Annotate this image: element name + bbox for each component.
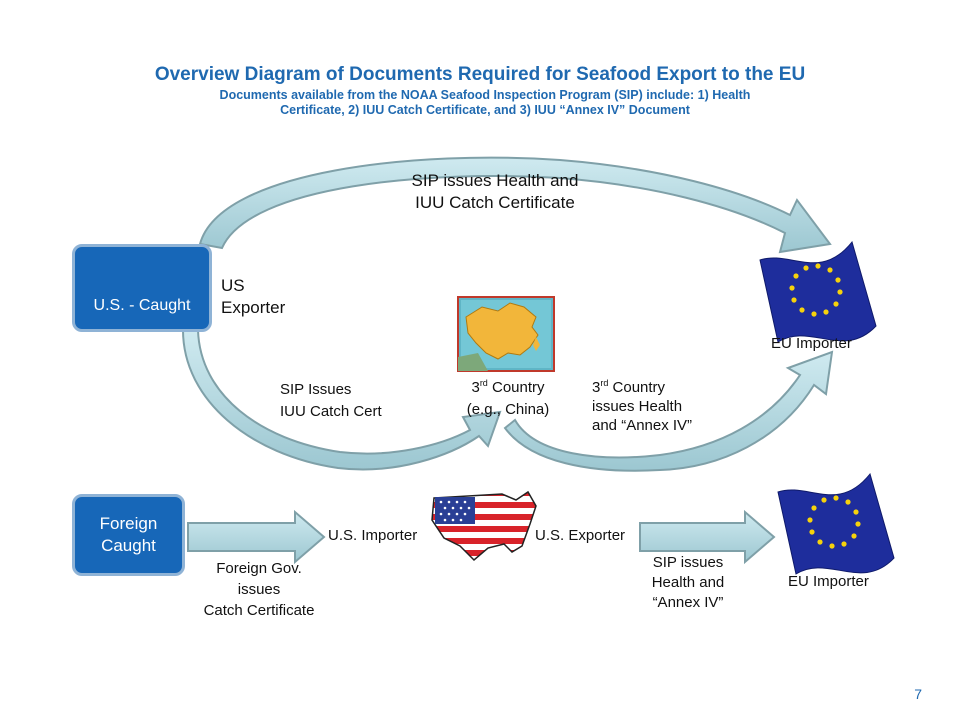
foreign-gov-line3: Catch Certificate (203, 602, 315, 619)
foreign-gov-label: Foreign Gov. issues Catch Certificate (190, 558, 328, 621)
us-exporter-line2: Exporter (221, 298, 286, 317)
us-caught-label: U.S. - Caught (93, 297, 191, 314)
eu-flag-icon (777, 472, 895, 575)
bottom-arrow-right (639, 509, 776, 565)
top-arrow-label: SIP issues Health and IUU Catch Certific… (390, 170, 600, 214)
third-issues-line2: issues Health (592, 398, 683, 415)
third-issues-line3: and “Annex IV” (592, 417, 693, 434)
foreign-gov-line1: Foreign Gov. (216, 560, 302, 577)
top-curved-arrow (198, 156, 832, 254)
third-country-label: 3rd Country (e.g., China) (450, 374, 566, 419)
eu-importer-bottom-label: EU Importer (788, 573, 869, 590)
third-country-issues-label: 3rd Country issues Health and “Annex IV” (592, 374, 692, 435)
sip-issues-line1: SIP Issues (280, 381, 352, 398)
us-exporter-label: US Exporter (221, 275, 285, 319)
third-country-sup: rd (479, 378, 488, 388)
sip-health-line2: Health and (651, 574, 725, 591)
foreign-caught-line2: Caught (101, 536, 156, 555)
us-flag-map-icon (431, 490, 537, 562)
china-map-icon (457, 296, 555, 372)
foreign-caught-box: Foreign Caught (72, 494, 185, 576)
us-exporter-line1: US (221, 276, 245, 295)
sip-health-annex-label: SIP issues Health and “Annex IV” (634, 553, 742, 613)
eu-importer-top-label: EU Importer (771, 335, 852, 352)
foreign-caught-line1: Foreign (99, 514, 158, 533)
third-issues-sup: rd (600, 378, 609, 388)
bottom-arrow-left (187, 509, 326, 565)
eu-flag-icon (759, 240, 877, 343)
top-arrow-line1: SIP issues Health and (411, 171, 579, 190)
us-exporter-bottom-label: U.S. Exporter (535, 527, 626, 544)
page-title: Overview Diagram of Documents Required f… (154, 64, 806, 85)
foreign-gov-line2: issues (237, 581, 281, 598)
third-country-line1: 3rd Country (450, 374, 566, 397)
sip-health-line1: SIP issues (652, 554, 724, 571)
page-number: 7 (914, 686, 922, 702)
lower-right-curved-arrow (503, 350, 834, 472)
us-caught-box: U.S. - Caught (72, 244, 212, 332)
third-country-word: Country (487, 379, 545, 396)
third-country-example: (e.g., China) (466, 401, 550, 418)
third-issues-line1: 3rd Country (592, 374, 692, 397)
top-arrow-line2: IUU Catch Certificate (415, 193, 575, 212)
us-importer-label: U.S. Importer (328, 527, 418, 544)
page-subtitle: Documents available from the NOAA Seafoo… (219, 88, 751, 117)
sip-issues-label: SIP Issues IUU Catch Cert (280, 380, 382, 421)
third-issues-num: 3 (592, 379, 601, 396)
sip-issues-line2: IUU Catch Cert (280, 403, 382, 420)
third-country-num: 3 (471, 379, 480, 396)
sip-health-line3: “Annex IV” (652, 594, 724, 611)
third-issues-word: Country (608, 379, 666, 396)
lower-left-curved-arrow (181, 329, 502, 471)
